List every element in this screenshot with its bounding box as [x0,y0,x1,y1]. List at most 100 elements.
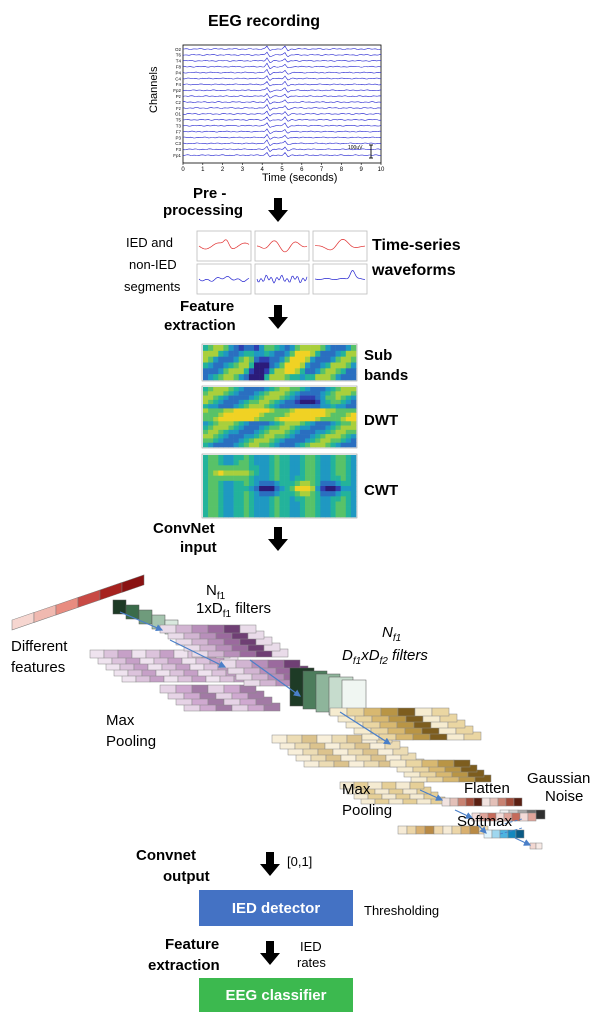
dwt-heatmap-cell [325,429,331,435]
dwt-heatmap-cell [310,399,316,405]
cwt-heatmap-cell [305,480,311,487]
dwt-heatmap-cell [228,434,234,439]
eeg-trace [183,80,382,87]
dwt-heatmap-cell [315,404,321,409]
cwt-heatmap-cell [238,486,245,492]
subbands-heatmap-cell [325,345,331,352]
dwt-heatmap-cell [345,429,352,435]
eeg-x-tick-label: 7 [320,167,324,173]
dwt-heatmap-cell [310,391,316,396]
dwt-heatmap-cell [330,429,336,435]
dwt-heatmap-cell [213,404,219,409]
dwt-heatmap-cell [269,412,275,418]
subbands-heatmap-cell [289,350,296,357]
dwt-heatmap-cell [213,387,219,392]
dwt-heatmap-cell [340,417,347,422]
cwt-heatmap-cell [208,501,214,507]
dwt-heatmap-cell [233,425,239,431]
subbands-heatmap-cell [335,350,341,357]
dwt-heatmap-cell [243,395,250,401]
dwt-heatmap-cell [315,421,321,426]
waveforms-label-line2: waveforms [372,262,456,279]
dwt-heatmap-cell [310,434,316,439]
subbands-heatmap-cell [279,368,285,375]
cwt-heatmap-cell [320,455,326,461]
dwt-heatmap-cell [243,438,250,444]
cwt-heatmap-cell [330,506,336,513]
eeg-channel-label: T4 [176,59,182,64]
subbands-heatmap-cell [223,368,229,375]
dwt-heatmap-cell [213,434,219,439]
dense1-cell [497,797,507,807]
eeg-channel-label: O1 [175,112,182,117]
flatten-cell [442,825,453,835]
softmax-label: Softmax [457,813,513,830]
cwt-heatmap-cell [203,475,209,482]
cwt-heatmap-cell [233,506,239,513]
input-feature-cell [11,612,35,631]
dwt-heatmap-cell [294,395,301,401]
dwt-heatmap-cell [203,412,209,418]
cwt-heatmap-cell [279,460,285,466]
dwt-heatmap-cell [289,395,296,401]
subbands-heatmap-cell [213,356,219,363]
dwt-heatmap-cell [269,438,275,444]
dwt-heatmap-cell [330,404,336,409]
dwt-heatmap-cell [269,387,275,392]
dwt-heatmap-cell [238,434,245,439]
cwt-heatmap-cell [254,475,260,482]
dwt-heatmap-cell [305,399,311,405]
dwt-heatmap-cell [325,425,331,431]
eeg-channel-label: C4 [175,76,181,81]
cwt-heatmap-cell [243,460,250,466]
cwt-heatmap-cell [208,506,214,513]
subbands-heatmap-cell [299,362,306,369]
dwt-heatmap-cell [325,391,331,396]
cwt-heatmap-cell [335,475,341,482]
dwt-heatmap-cell [218,429,224,435]
cwt-heatmap-cell [284,475,290,482]
cwt-heatmap-cell [274,475,280,482]
cwt-heatmap-cell [279,465,285,471]
cwt-heatmap-cell [320,475,326,482]
cwt-heatmap-cell [345,460,352,466]
dwt-heatmap-cell [213,391,219,396]
dwt-heatmap-cell [284,438,290,444]
subbands-heatmap-cell [310,374,316,381]
dwt-heatmap-cell [248,438,255,444]
dwt-heatmap-cell [233,387,239,392]
dwt-heatmap-cell [233,429,239,435]
cwt-heatmap-cell [284,501,290,507]
dwt-heatmap-cell [299,391,306,396]
dwt-heatmap-cell [330,387,336,392]
cwt-heatmap-cell [213,496,219,502]
dwt-heatmap-cell [335,434,341,439]
dwt-heatmap-cell [350,399,357,405]
cwt-heatmap-cell [310,486,316,492]
output-range-label: [0,1] [287,854,313,869]
cwt-heatmap-cell [350,460,357,466]
cwt-heatmap-cell [203,506,209,513]
dwt-heatmap-cell [218,387,224,392]
conv2-deep-cell [397,707,416,717]
eeg-channel-label: F4 [176,82,182,87]
subbands-heatmap-cell [264,368,270,375]
subbands-heatmap-cell [208,374,214,381]
eeg-trace [182,145,382,153]
dwt-heatmap-cell [274,387,280,392]
cwt-heatmap-cell [320,486,326,492]
down-arrow [268,527,288,551]
cwt-heatmap-cell [218,501,224,507]
cwt-heatmap-cell [213,511,219,518]
dwt-heatmap-cell [223,438,229,444]
subbands-heatmap-cell [213,362,219,369]
cwt-heatmap-cell [284,506,290,513]
dwt-heatmap-cell [315,408,321,414]
pool2-deep-cell [453,759,471,768]
dwt-heatmap-cell [289,412,296,418]
subbands-heatmap-cell [248,368,255,375]
output-cell [529,842,537,850]
cwt-heatmap-cell [248,465,255,471]
cwt-heatmap-cell [299,496,306,502]
